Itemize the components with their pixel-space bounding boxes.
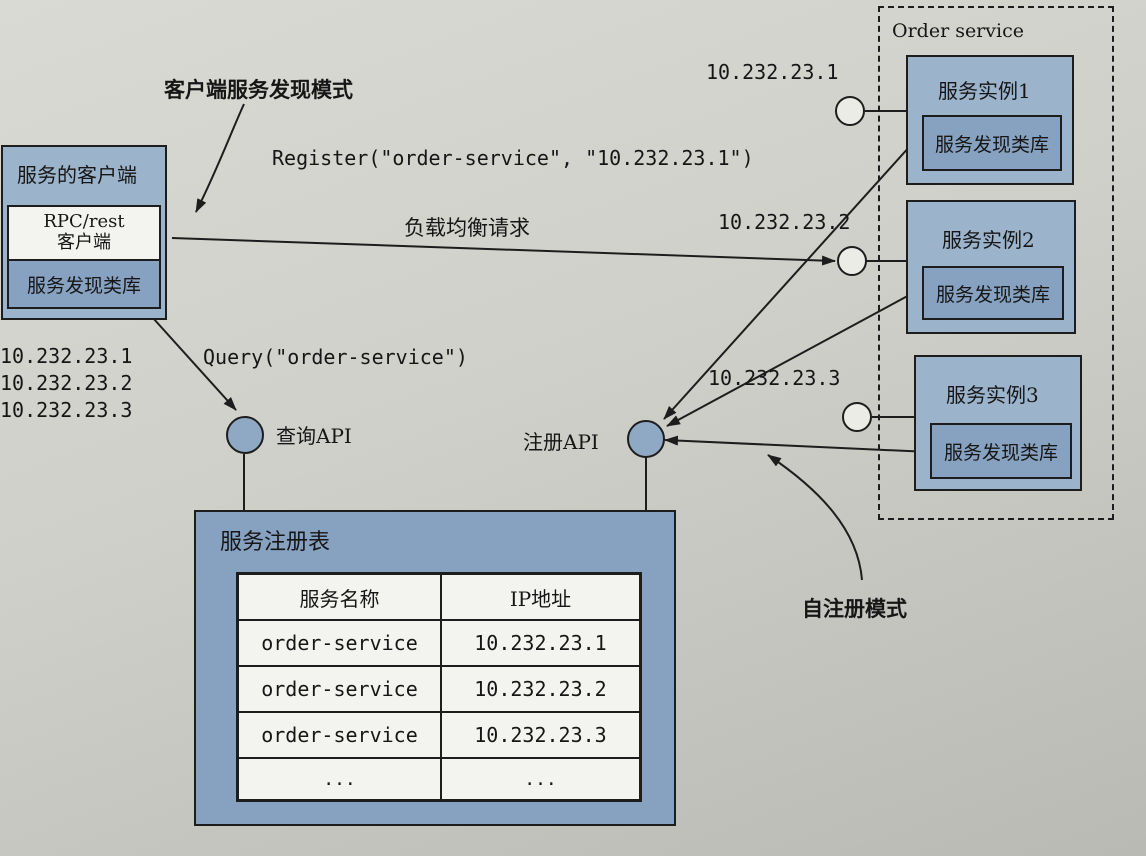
table-cell-ip: 10.232.23.3 [441, 712, 640, 758]
order-service-group: Order service [878, 6, 1114, 520]
instance-1-title: 服务实例1 [938, 79, 1031, 103]
query-arrow [152, 317, 237, 411]
table-cell-ip: 10.232.23.2 [441, 666, 640, 712]
client-ip-list: 10.232.23.1 10.232.23.2 10.232.23.3 [0, 343, 132, 424]
instance-1-box: 服务实例1 服务发现类库 [906, 55, 1074, 185]
instance-1-ip: 10.232.23.1 [706, 60, 839, 84]
instance-3-endpoint [842, 402, 872, 432]
query-api-label: 查询API [276, 424, 352, 448]
service-client-box: 服务的客户端 RPC/rest 客户端 服务发现类库 [1, 145, 167, 320]
service-client-title: 服务的客户端 [17, 163, 137, 187]
table-cell-ip: 10.232.23.1 [441, 620, 640, 666]
query-api-endpoint [226, 416, 264, 454]
register-api-endpoint [627, 420, 665, 458]
self-register-pointer [767, 454, 863, 581]
rpc-rest-client: RPC/rest 客户端 [7, 205, 161, 261]
instance-2-ip: 10.232.23.2 [718, 210, 851, 234]
instance-1-library: 服务发现类库 [922, 115, 1062, 171]
service-registry-title: 服务注册表 [220, 530, 331, 555]
load-balance-arrow [171, 237, 836, 266]
instance-2-box: 服务实例2 服务发现类库 [906, 200, 1076, 334]
client-ip: 10.232.23.3 [0, 398, 133, 422]
table-header-service-name: 服务名称 [238, 574, 441, 620]
instance-3-box: 服务实例3 服务发现类库 [914, 355, 1082, 491]
table-cell-service: order-service [238, 666, 441, 712]
instance-1-endpoint [835, 96, 865, 126]
load-balance-label: 负载均衡请求 [404, 216, 530, 240]
order-service-title: Order service [892, 20, 1024, 42]
table-cell-ip: ... [441, 758, 640, 800]
service-registry: 服务注册表 服务名称 IP地址 order-service 10.232.23.… [194, 510, 676, 826]
instance-2-endpoint [837, 246, 867, 276]
rpc-rest-line: RPC/rest [43, 211, 125, 233]
instance-3-library: 服务发现类库 [930, 423, 1072, 479]
self-register-mode-label: 自注册模式 [802, 596, 907, 621]
register-arrow-2 [666, 285, 927, 427]
query-call-label: Query("order-service") [203, 345, 468, 369]
table-cell-service: order-service [238, 712, 441, 758]
client-mode-pointer [195, 103, 245, 213]
registry-table: 服务名称 IP地址 order-service 10.232.23.1 orde… [236, 572, 642, 802]
table-header-ip-address: IP地址 [441, 574, 640, 620]
client-ip: 10.232.23.2 [0, 371, 133, 395]
client-discovery-library: 服务发现类库 [7, 259, 161, 309]
instance-2-title: 服务实例2 [942, 228, 1035, 252]
table-cell-service: order-service [238, 620, 441, 666]
client-discovery-mode-label: 客户端服务发现模式 [164, 77, 353, 102]
instance-2-library: 服务发现类库 [922, 266, 1064, 320]
table-cell-service: ... [238, 758, 441, 800]
register-arrow-1 [663, 134, 921, 420]
register-call-label: Register("order-service", "10.232.23.1") [272, 146, 754, 170]
client-line: 客户端 [57, 232, 111, 253]
register-arrow-3 [664, 435, 931, 453]
instance-3-title: 服务实例3 [946, 383, 1039, 407]
instance-3-ip: 10.232.23.3 [708, 366, 841, 390]
client-ip: 10.232.23.1 [0, 344, 133, 368]
register-api-label: 注册API [523, 430, 599, 454]
